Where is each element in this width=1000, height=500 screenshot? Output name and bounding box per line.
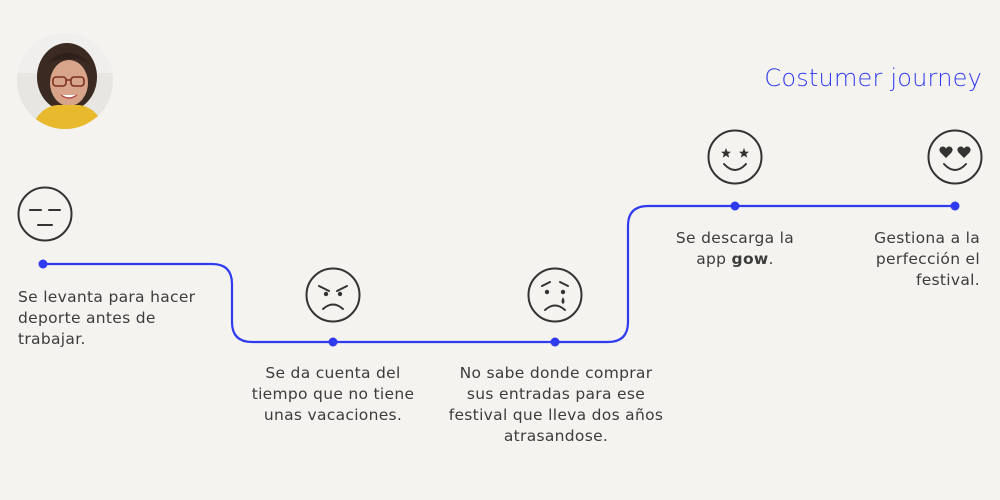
- step-1-caption: Se levanta para hacer deporte antes de t…: [18, 288, 196, 348]
- journey-node-2: [328, 337, 338, 347]
- page-title: Costumer journey: [764, 64, 982, 92]
- sad-crying-face-icon: [526, 266, 584, 324]
- journey-node-3: [550, 337, 560, 347]
- journey-node-1: [38, 259, 48, 269]
- journey-node-4: [730, 201, 740, 211]
- journey-node-5: [950, 201, 960, 211]
- angry-face-icon: [304, 266, 362, 324]
- step-4-text-end: .: [768, 250, 774, 268]
- star-eyes-face-icon: [706, 128, 764, 186]
- expressionless-face-icon: [16, 185, 74, 243]
- step-4-text: Se descarga la app: [675, 229, 795, 268]
- heart-eyes-face-icon: [926, 128, 984, 186]
- step-3-caption: No sabe donde comprar sus entradas para …: [448, 364, 664, 445]
- step-5-caption: Gestiona a la perfección el festival.: [874, 229, 980, 289]
- step-4-caption: Se descarga la app gow.: [660, 228, 810, 270]
- step-2-caption: Se da cuenta del tiempo que no tiene una…: [251, 364, 415, 424]
- app-name: gow: [731, 250, 769, 268]
